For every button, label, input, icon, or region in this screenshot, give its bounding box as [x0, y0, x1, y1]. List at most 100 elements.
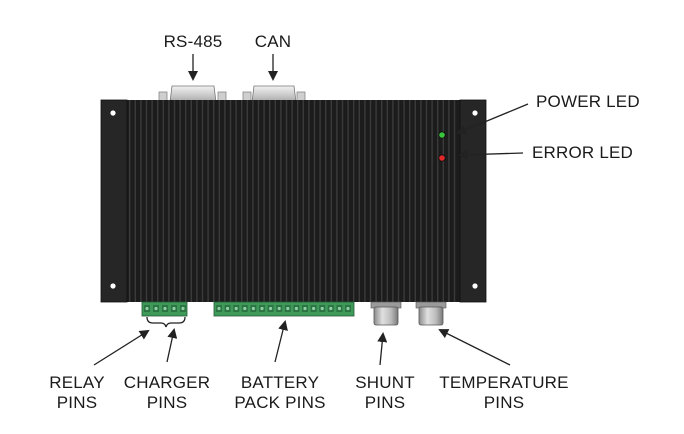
heatsink-fin — [185, 100, 187, 302]
rs485-connector — [158, 85, 227, 103]
heatsink-fin — [403, 100, 405, 302]
heatsink-fin — [129, 100, 131, 302]
terminal-screw-head — [234, 306, 238, 311]
heatsink-fin — [263, 100, 265, 302]
relay-pins-label-line2: PINS — [56, 393, 98, 412]
heatsink-fin — [190, 100, 192, 302]
heatsink-fin — [358, 100, 360, 302]
heatsink-fin — [347, 100, 349, 302]
heatsink-fin — [269, 100, 271, 302]
terminal-screw-head — [320, 306, 324, 311]
can-label: CAN — [254, 32, 292, 51]
battery-pack-pins-arrow — [274, 320, 288, 363]
shunt-pins-label: SHUNT PINS — [346, 373, 424, 413]
heatsink-fin — [420, 100, 422, 302]
heatsink-fin — [134, 100, 136, 302]
terminal-screw-head — [163, 306, 167, 311]
terminal-screw-head — [226, 306, 230, 311]
terminal-screw-head — [303, 306, 307, 311]
charger-pins-arrow — [166, 328, 178, 363]
heatsink-fin — [157, 100, 159, 302]
charger-pins-label-line1: CHARGER — [123, 373, 211, 392]
terminal-screw-head — [312, 306, 316, 311]
heatsink-fin — [386, 100, 388, 302]
temperature-pins-label: TEMPERATURE PINS — [428, 373, 580, 413]
heatsink-fin — [291, 100, 293, 302]
mounting-hole-top-right — [472, 110, 478, 116]
temperature-pins-label-line1: TEMPERATURE — [439, 373, 569, 392]
heatsink-fin — [392, 100, 394, 302]
shunt-pins-label-line2: PINS — [364, 393, 406, 412]
heatsink-fin — [353, 100, 355, 302]
heatsink-fin — [313, 100, 316, 302]
heatsink-fin — [229, 100, 232, 302]
mounting-hole-top-left — [110, 110, 116, 116]
heatsink-fin — [257, 100, 260, 302]
heatsink-fin — [235, 100, 237, 302]
left-end-plate — [100, 99, 128, 303]
relay-charger-brace — [146, 316, 186, 328]
heatsink-fin — [168, 100, 170, 302]
error-led-arrow — [458, 149, 524, 160]
heatsink-fin — [369, 100, 372, 302]
heatsink-fin — [297, 100, 299, 302]
relay-charger-terminal-block — [141, 301, 188, 317]
terminal-screw-head — [172, 306, 176, 311]
heatsink-fin — [364, 100, 366, 302]
heatsink-fin — [381, 100, 383, 302]
heatsink-fin — [414, 100, 416, 302]
heatsink-fin — [325, 100, 327, 302]
heatsink-fin — [173, 100, 176, 302]
heatsink-fin — [213, 100, 215, 302]
battery-pack-pins-label: BATTERY PACK PINS — [224, 373, 336, 413]
terminal-screw-head — [337, 306, 341, 311]
battery-pack-pins-label-line1: BATTERY — [240, 373, 320, 392]
temperature-connector — [415, 301, 447, 326]
heatsink-fin — [285, 100, 288, 302]
heatsink-fin — [330, 100, 332, 302]
heatsink-fin — [437, 100, 439, 302]
heatsink-fin — [448, 100, 450, 302]
heatsink-fins — [129, 100, 456, 302]
can-connector — [242, 85, 306, 103]
charger-pins-label: CHARGER PINS — [115, 373, 219, 413]
relay-pins-label: RELAY PINS — [42, 373, 112, 413]
rs485-label: RS-485 — [163, 32, 223, 51]
mounting-hole-bottom-right — [472, 283, 478, 289]
relay-pins-arrow — [93, 329, 150, 366]
heatsink-fin — [246, 100, 248, 302]
heatsink-fin — [319, 100, 321, 302]
terminal-screw-head — [329, 306, 333, 311]
heatsink-fin — [425, 100, 428, 302]
heatsink-fin — [302, 100, 304, 302]
heatsink-fin — [308, 100, 310, 302]
heatsink-fin — [224, 100, 226, 302]
heatsink-fin — [179, 100, 181, 302]
power-led-indicator — [438, 131, 446, 139]
terminal-screw-head — [286, 306, 290, 311]
error-led-indicator — [438, 154, 446, 162]
heatsink-fin — [140, 100, 142, 302]
relay-pins-label-line1: RELAY — [49, 373, 105, 392]
power-led-arrow — [456, 103, 529, 135]
heatsink-fin — [280, 100, 282, 302]
shunt-pins-arrow — [377, 332, 388, 366]
heatsink-fin — [336, 100, 338, 302]
terminal-screw-head — [217, 306, 221, 311]
battery-pack-pins-label-line2: PACK PINS — [234, 393, 326, 412]
temperature-pins-label-line2: PINS — [483, 393, 525, 412]
terminal-screw-head — [181, 306, 185, 311]
heatsink-fin — [196, 100, 198, 302]
heatsink-fin — [201, 100, 204, 302]
terminal-screw-head — [269, 306, 273, 311]
temperature-pins-arrow — [438, 329, 511, 366]
heatsink-fin — [241, 100, 243, 302]
heatsink-fin — [442, 100, 444, 302]
heatsink-fin — [453, 100, 456, 302]
battery-pack-terminal-block — [213, 301, 355, 317]
terminal-screw-head — [243, 306, 247, 311]
heatsink-fin — [162, 100, 164, 302]
heatsink-fin — [341, 100, 344, 302]
